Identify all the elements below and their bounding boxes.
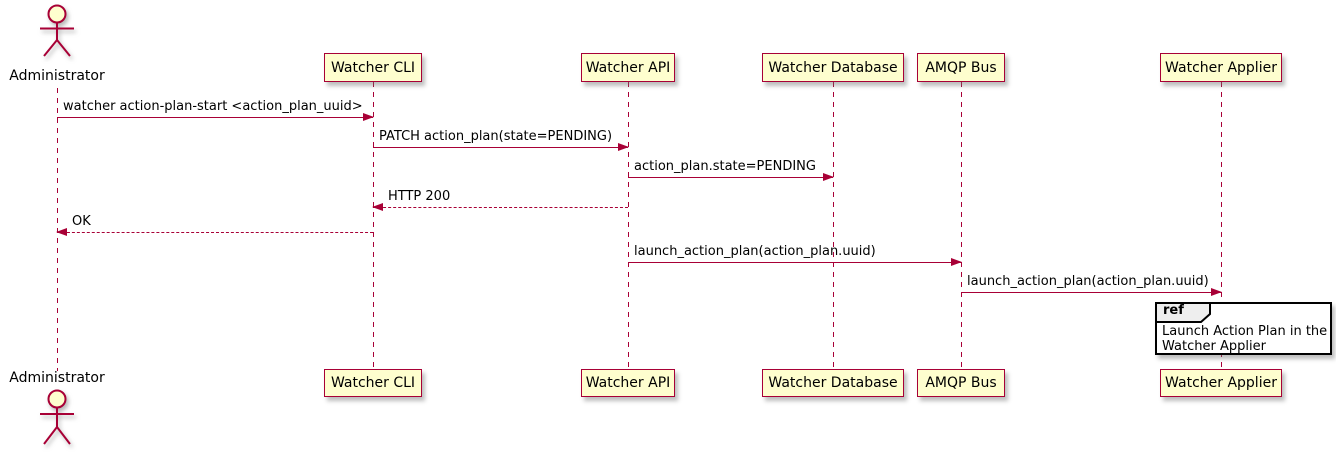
message-line [961, 292, 1221, 293]
participant-amqp-bus-bottom: AMQP Bus [917, 369, 1005, 397]
lifeline-watcher-cli [373, 82, 374, 369]
ref-fragment: ref Launch Action Plan in the Watcher Ap… [1155, 302, 1332, 355]
actor-label-bottom: Administrator [9, 370, 105, 386]
message-line [57, 117, 373, 118]
lifeline-amqp-bus [961, 82, 962, 369]
message-label: PATCH action_plan(state=PENDING) [379, 129, 613, 144]
actor-label-top: Administrator [9, 68, 105, 84]
participant-watcher-api-top: Watcher API [581, 53, 675, 82]
message-label: watcher action-plan-start <action_plan_u… [63, 99, 363, 114]
arrowhead-left-icon [372, 202, 383, 211]
ref-text-line: Watcher Applier [1162, 339, 1266, 354]
ref-text: Launch Action Plan in the Watcher Applie… [1162, 324, 1327, 354]
message-label: OK [72, 214, 91, 229]
message-line [57, 232, 373, 233]
participant-watcher-applier-bottom: Watcher Applier [1160, 369, 1282, 397]
arrowhead-right-icon [823, 172, 834, 181]
arrowhead-left-icon [56, 227, 67, 236]
ref-tab: ref [1155, 302, 1211, 323]
actor-icon [40, 389, 74, 445]
message-line [628, 177, 833, 178]
participant-watcher-cli-top: Watcher CLI [324, 53, 422, 82]
message-label: HTTP 200 [388, 189, 451, 204]
arrowhead-right-icon [1211, 287, 1222, 296]
participant-amqp-bus-top: AMQP Bus [917, 53, 1005, 82]
lifeline-watcher-database [833, 82, 834, 369]
participant-watcher-cli-bottom: Watcher CLI [324, 369, 422, 397]
participant-watcher-database-bottom: Watcher Database [762, 369, 904, 397]
lifeline-watcher-applier [1221, 82, 1222, 369]
arrowhead-right-icon [951, 257, 962, 266]
actor-icon [40, 4, 74, 57]
ref-text-line: Launch Action Plan in the [1162, 324, 1328, 339]
participant-watcher-database-top: Watcher Database [762, 53, 904, 82]
participant-watcher-applier-top: Watcher Applier [1160, 53, 1282, 82]
actor-administrator-top [35, 3, 79, 63]
message-line [628, 262, 961, 263]
ref-keyword: ref [1163, 303, 1184, 318]
actor-administrator-bottom [35, 386, 79, 456]
arrowhead-right-icon [618, 142, 629, 151]
message-label: launch_action_plan(action_plan.uuid) [634, 244, 876, 259]
arrowhead-right-icon [363, 112, 374, 121]
message-line [373, 207, 628, 208]
message-line [373, 147, 628, 148]
message-label: action_plan.state=PENDING [634, 159, 816, 174]
lifeline-watcher-api [628, 82, 629, 369]
participant-watcher-api-bottom: Watcher API [581, 369, 675, 397]
message-label: launch_action_plan(action_plan.uuid) [967, 274, 1209, 289]
